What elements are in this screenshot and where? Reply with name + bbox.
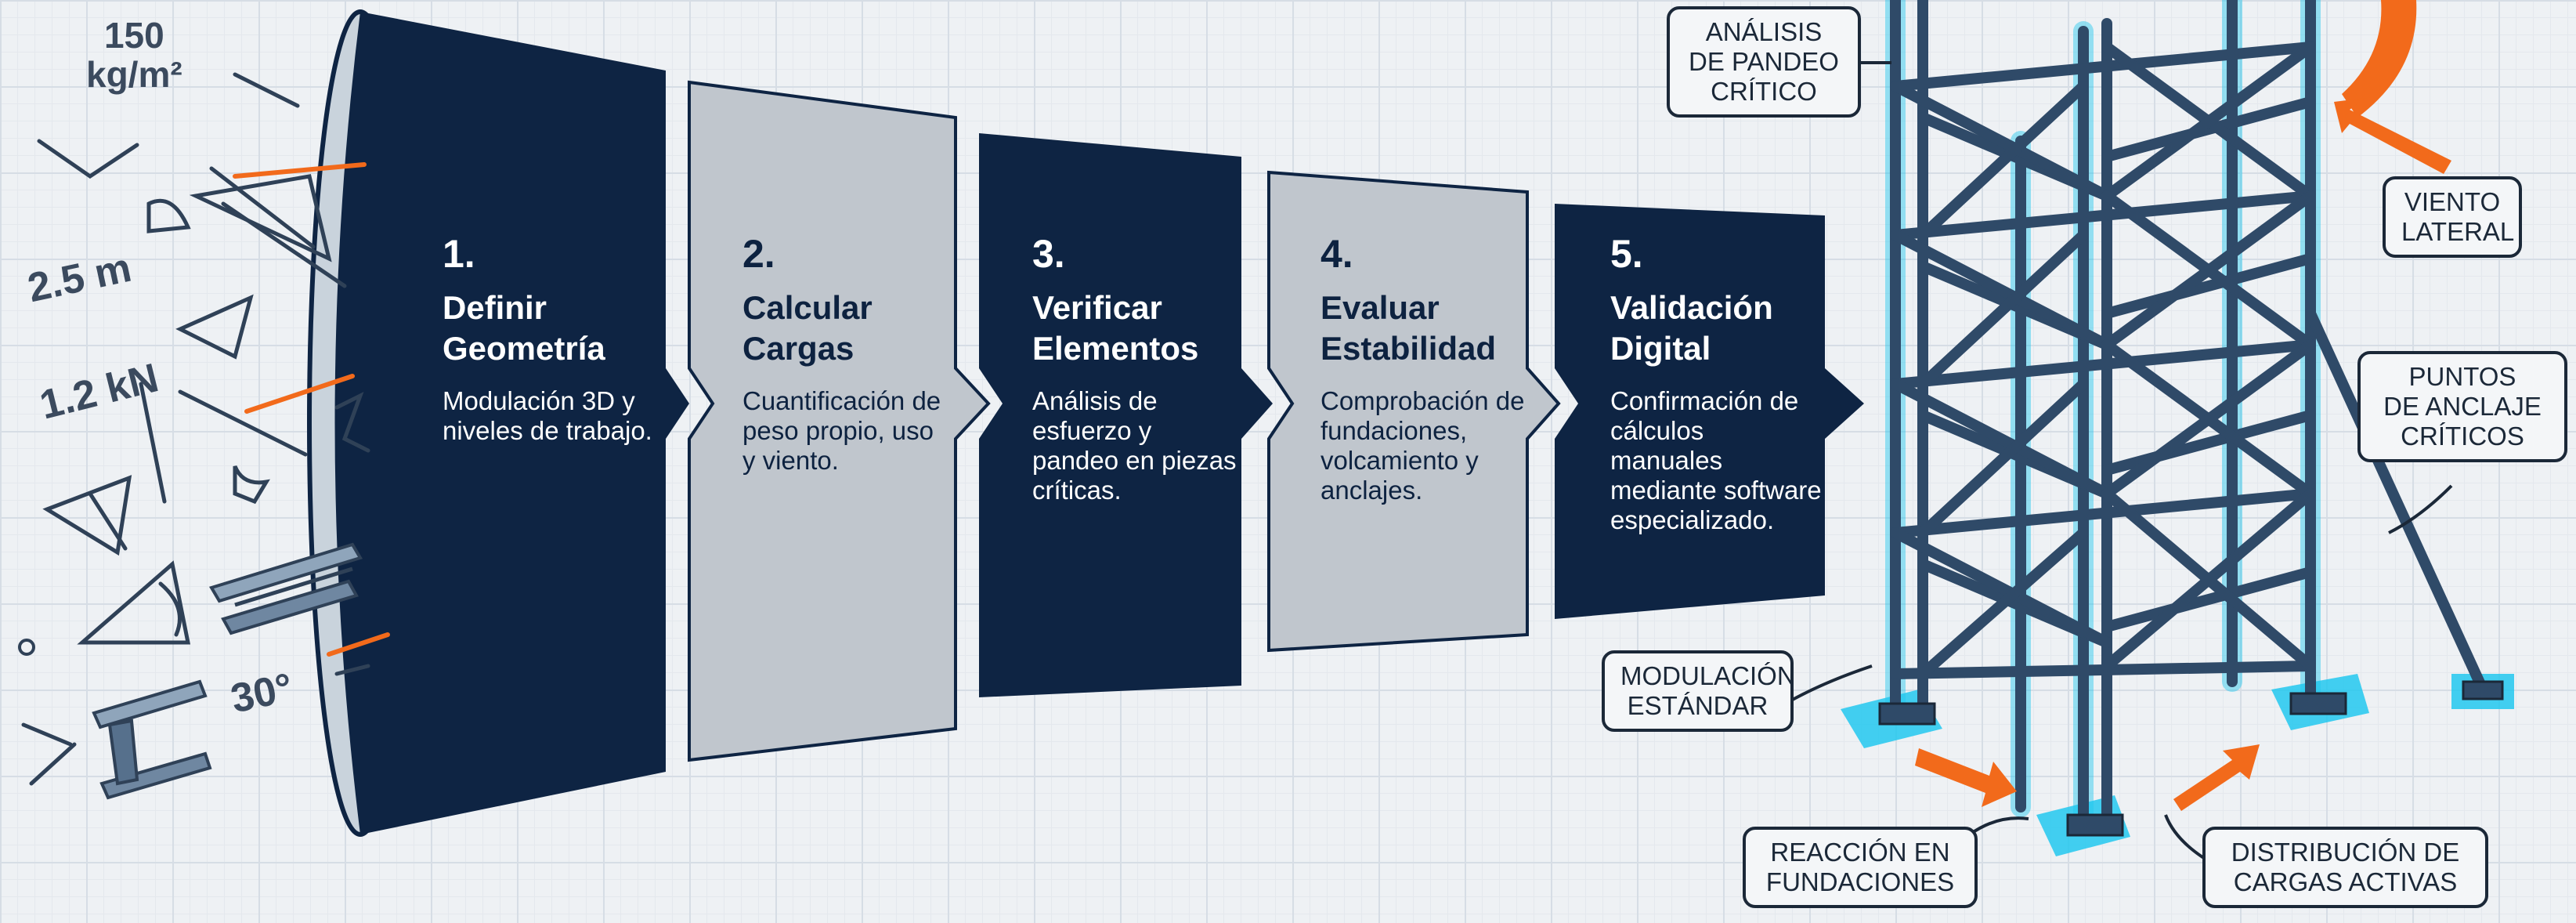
step-4-number: 4.: [1321, 232, 1353, 276]
step-2-description: Cuantificación de peso propio, uso y vie…: [742, 386, 941, 475]
modulation-label: MODULACIÓN ESTÁNDAR: [1602, 650, 1796, 732]
step-3-band: [979, 133, 1273, 697]
small-circle-icon: [18, 639, 35, 656]
step-2-number: 2.: [742, 232, 775, 276]
step-2-band: [688, 80, 991, 762]
sketch-lines: [21, 72, 370, 786]
wind-arrow-icon: [2334, 98, 2451, 174]
step-4-band: [1267, 170, 1561, 653]
i-beam-icon: [208, 542, 363, 635]
load-annotation: 150 kg/m²: [86, 15, 182, 95]
force-arrows: [1915, 0, 2451, 811]
step-2: 2. Calcular Cargas Cuantificación de pes…: [742, 231, 950, 476]
step-1-description: Modulación 3D y niveles de trabajo.: [443, 386, 652, 445]
base-plates: [1878, 680, 2504, 837]
step-1-title: Definir Geometría: [443, 289, 605, 367]
step-4-title: Evaluar Estabilidad: [1321, 289, 1497, 367]
tower-frame: [1890, 0, 2488, 828]
step-3-title: Verificar Elementos: [1032, 289, 1199, 367]
step-1: 1. Definir Geometría Modulación 3D y niv…: [443, 231, 658, 446]
step-4: 4. Evaluar Estabilidad Comprobación de f…: [1321, 231, 1526, 505]
step-2-title: Calcular Cargas: [742, 289, 873, 367]
reaction-label: REACCIÓN EN FUNDACIONES: [1743, 827, 1978, 908]
wind-label: VIENTO LATERAL: [2383, 176, 2522, 258]
callout-pointers: [1789, 61, 2453, 871]
moment-arrow-icon: [2342, 0, 2417, 118]
orange-dimension-lines: [233, 162, 390, 657]
step-5: 5. Validación Digital Confirmación de cá…: [1610, 231, 1822, 535]
step-3: 3. Verificar Elementos Análisis de esfue…: [1032, 231, 1240, 505]
step-1-band: [334, 12, 689, 834]
step-4-description: Comprobación de fundaciones, volcamiento…: [1321, 386, 1525, 505]
step-1-number: 1.: [443, 232, 475, 276]
reaction-arrow-left-icon: [1915, 748, 2017, 807]
reaction-arrow-right-icon: [2173, 744, 2260, 811]
step-3-number: 3.: [1032, 232, 1065, 276]
step-5-title: Validación Digital: [1610, 289, 1773, 367]
step-5-band: [1555, 204, 1864, 619]
step-5-description: Confirmación de cálculos manuales median…: [1610, 386, 1822, 534]
anchors-label: PUNTOS DE ANCLAJE CRÍTICOS: [2357, 351, 2567, 462]
step-5-number: 5.: [1610, 232, 1643, 276]
distribution-label: DISTRIBUCIÓN DE CARGAS ACTIVAS: [2202, 827, 2488, 908]
step-3-description: Análisis de esfuerzo y pandeo en piezas …: [1032, 386, 1237, 505]
buckling-label: ANÁLISIS DE PANDEO CRÍTICO: [1667, 6, 1861, 118]
i-beam-icon-2: [92, 679, 212, 800]
